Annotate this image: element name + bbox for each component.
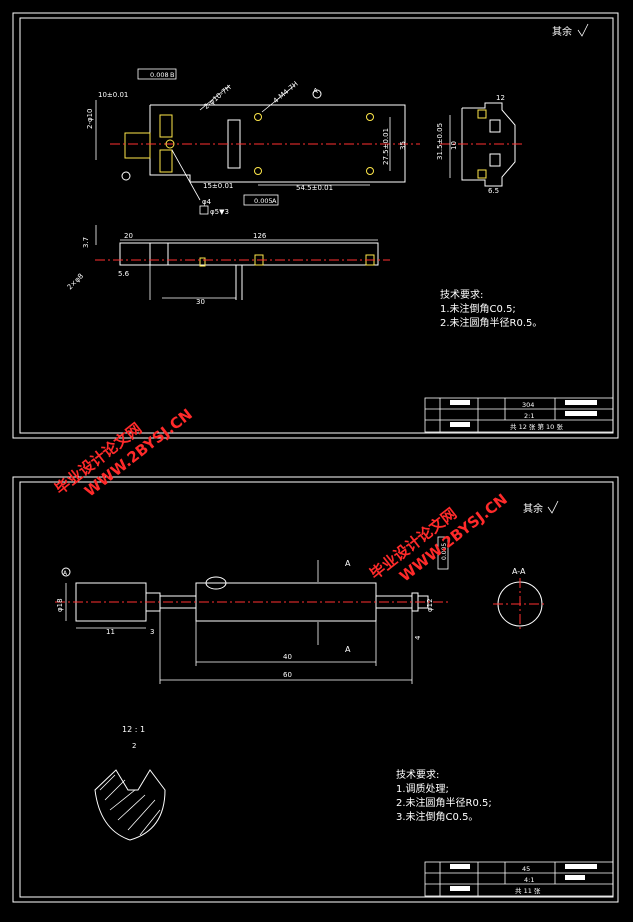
dim-60: 60 (283, 671, 292, 679)
dim-5: 27.5±0.01 (382, 128, 390, 165)
tolerance-frame-3 (437, 536, 449, 570)
sheet-2-tech-req-title: 技术要求: (396, 768, 439, 781)
dim-phi12: φ12 (426, 598, 434, 612)
detail-scale: 12 : 1 (122, 725, 145, 734)
dim-3: 3 (150, 628, 154, 636)
dim-6: 35 (399, 141, 407, 150)
sheet-1-tech-req-1: 1.未注倒角C0.5; (440, 302, 516, 315)
part-front-view (95, 225, 390, 300)
dim-8: 54.5±0.01 (296, 184, 333, 192)
part-top-view (95, 84, 420, 201)
tolerance-frame-1 (137, 68, 177, 80)
dim-22: 2×φ8 (66, 272, 85, 291)
dim-0005: 0.005 (441, 543, 448, 560)
dim-1: 10±0.01 (98, 91, 128, 99)
shaft-view (55, 560, 448, 684)
dim-9: φ4 (202, 198, 212, 206)
sheet-1-roughness-note: 其余 (552, 25, 572, 38)
dim-25: 3.7 (82, 237, 90, 248)
dim-7: 15±0.01 (203, 182, 233, 190)
detail-dim: 2 (132, 742, 136, 750)
dim-16: 12 (496, 94, 505, 102)
sheet-1-outer-border (12, 12, 619, 439)
sheet-2-title-block (424, 861, 614, 897)
watermark-1: 毕业设计论文网 WWW.2BYSJ.CN (51, 405, 195, 500)
dim-3: 2-φ10-7H (202, 84, 232, 111)
dim-12: 0.005 (254, 197, 273, 205)
sheet-2-outer-border (12, 476, 619, 903)
sheet-2-tech-req-3: 3.未注倒角C0.5。 (396, 810, 478, 823)
sheet-2-roughness-note: 其余 (523, 502, 543, 515)
dim-phi18: φ18 (56, 598, 64, 612)
sheet-1-tech-req-2: 2.未注圆角半径R0.5。 (440, 316, 542, 329)
sheet-1-title-block (424, 397, 614, 433)
sheet-2-tech-req-2: 2.未注圆角半径R0.5; (396, 796, 492, 809)
dim-40: 40 (283, 653, 292, 661)
sheet-2: 其余 A A φ18 11 3 (12, 476, 619, 903)
dim-11: 0.008 (150, 71, 169, 79)
dim-20: 20 (124, 232, 133, 240)
sheet-2-sheet-count: 共 11 张 (515, 886, 541, 895)
datum-a: A (63, 570, 68, 577)
roughness-symbol (577, 23, 589, 37)
roughness-symbol-2 (547, 500, 559, 514)
sheet-1-scale: 2:1 (524, 412, 534, 420)
dim-18: 10 (450, 141, 458, 150)
dim-24: 30 (196, 298, 205, 306)
dim-19: 6.5 (488, 187, 499, 195)
sheet-1-sheet-count: 共 12 张 第 10 张 (510, 422, 563, 431)
sheet-1-inner-border (19, 17, 614, 434)
section-label: A-A (512, 567, 526, 576)
dim-4: 4-M4-7H (272, 80, 300, 105)
dim-23: 5.6 (118, 270, 130, 278)
dim-11: 11 (106, 628, 115, 636)
dim-15: A (313, 87, 318, 95)
sheet-2-tech-req-1: 1.调质处理; (396, 783, 449, 795)
dim-13: B (170, 71, 174, 79)
section-mark-a-bottom: A (345, 645, 351, 654)
sheet-2-inner-border (19, 481, 614, 898)
dim-14: A (272, 197, 277, 205)
detail-groove (94, 769, 166, 841)
sheet-1-material: 304 (522, 401, 534, 409)
part-side-view (440, 102, 525, 187)
section-mark-a-top: A (345, 559, 351, 568)
sheet-2-material: 45 (522, 865, 530, 873)
dim-21: 126 (253, 232, 267, 240)
dim-17: 31.5±0.05 (436, 123, 444, 160)
sheet-2-scale: 4:1 (524, 876, 534, 884)
sheet-1: 其余 10±0.01 2-φ10 2-φ10-7H 4-M (12, 12, 619, 439)
sheet-1-tech-req-title: 技术要求: (440, 288, 483, 301)
dim-2: 2-φ10 (86, 108, 94, 129)
tolerance-frame-2 (243, 194, 279, 206)
dim-4: 4 (414, 635, 422, 640)
dim-10: φ5▼3 (210, 208, 229, 216)
